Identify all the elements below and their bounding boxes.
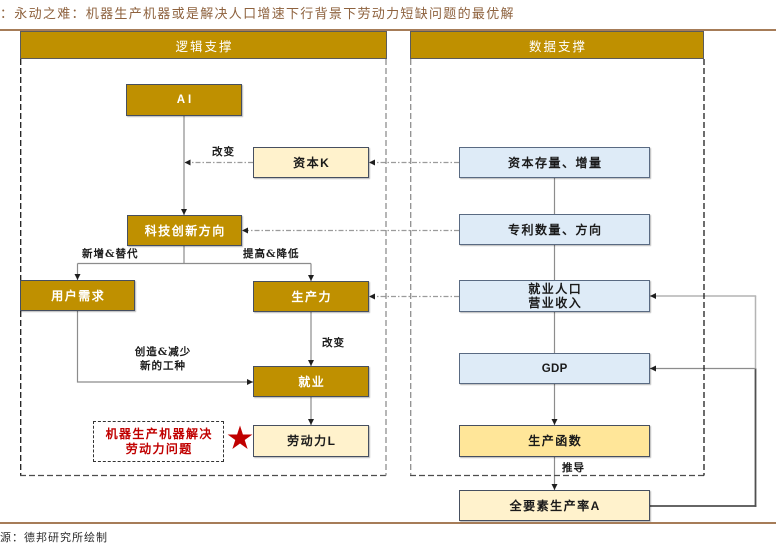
- node-capital-stock: 资本存量、增量: [459, 147, 650, 178]
- data-support-panel: 数据支撑 资本存量、增量 专利数量、方向 就业人口 营业收入 GDP 生产函数 …: [410, 31, 705, 477]
- node-gdp: GDP: [459, 353, 650, 384]
- title-divider: [0, 29, 776, 31]
- node-labor: 劳动力L: [253, 425, 369, 457]
- star-icon: [227, 425, 253, 450]
- node-user-demand: 用户需求: [20, 280, 135, 311]
- callout-box: 机器生产机器解决 劳动力问题: [93, 421, 224, 462]
- node-employment-revenue: 就业人口 营业收入: [459, 280, 650, 312]
- node-ai: AI: [126, 84, 242, 116]
- node-productivity: 生产力: [253, 281, 369, 312]
- logic-panel-header: 逻辑支撑: [20, 31, 387, 59]
- edge-label-productivity-changes-employment: 改变: [322, 337, 345, 349]
- figure-title: ：永动之难：机器生产机器或是解决人口增速下行背景下劳动力短缺问题的最优解: [0, 7, 515, 22]
- logic-panel-dashed-border: [20, 59, 387, 477]
- edge-label-line: 新的工种: [140, 360, 186, 372]
- node-total-factor-productivity: 全要素生产率A: [459, 490, 650, 521]
- source-note: 源：德邦研究所绘制: [0, 531, 108, 544]
- callout-line: 劳动力问题: [125, 441, 193, 456]
- node-line: 营业收入: [528, 296, 583, 310]
- edge-label-raise-and-lower: 提高&降低: [243, 248, 300, 260]
- callout-line: 机器生产机器解决: [105, 426, 213, 441]
- connector-user-demand-to-employment: [76, 311, 253, 385]
- edge-label-derive: 推导: [562, 462, 585, 474]
- node-production-function: 生产函数: [459, 425, 650, 457]
- footer-divider: [0, 522, 776, 524]
- node-line: 就业人口: [528, 282, 583, 296]
- data-panel-header: 数据支撑: [410, 31, 704, 59]
- node-patents: 专利数量、方向: [459, 214, 650, 245]
- logic-support-panel: 逻辑支撑 AI 资本K 科技创新方向 用户需求 生产力 就业 劳动力L 改变 新…: [20, 31, 387, 477]
- data-panel-dashed-border: [410, 59, 705, 477]
- edge-label-line: 创造&减少: [134, 346, 192, 358]
- node-tech-innovation-direction: 科技创新方向: [127, 215, 242, 246]
- edge-label-new-and-replace: 新增&替代: [82, 248, 139, 260]
- node-employment: 就业: [253, 366, 369, 397]
- node-capital: 资本K: [253, 147, 369, 178]
- edge-label-capital-changes-ai: 改变: [212, 146, 235, 158]
- edge-label-create-and-reduce: 创造&减少 新的工种: [132, 345, 194, 373]
- star-shape: [227, 425, 253, 450]
